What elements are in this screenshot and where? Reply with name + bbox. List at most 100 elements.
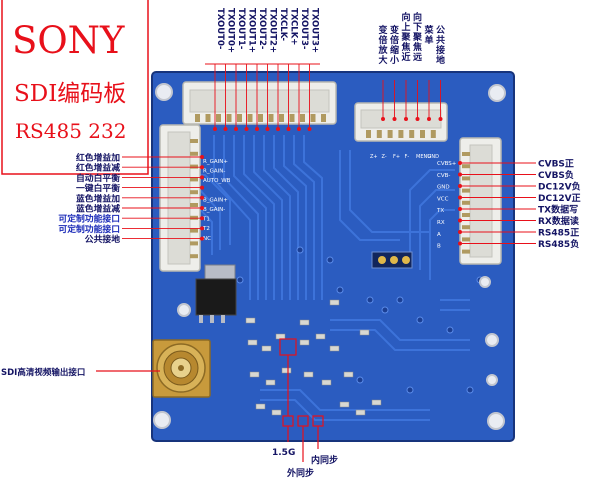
sdi-label: SDI高清视频输出接口 (1, 367, 85, 378)
smd-component (371, 399, 382, 406)
left-pin-annotations: 红色增益加红色增益减自动白平衡一键白平衡蓝色增益加蓝色增益减可定制功能接口可定制… (58, 152, 204, 245)
silk-left-pin-label: AUTO_WB (203, 178, 231, 184)
smd-component (299, 339, 310, 346)
top-right-char: 上 (402, 21, 411, 33)
control-pin (409, 130, 415, 138)
control-pin (387, 130, 393, 138)
lvds-pin (289, 114, 295, 122)
left-pin-label: 红色增益加 (76, 152, 120, 164)
lvds-pin (321, 114, 326, 122)
top-pin-annotations: TXOUT0-TXOUT0+TXOUT1-TXOUT1+TXOUT2-TXOUT… (205, 8, 320, 131)
top-right-char: 缩 (390, 44, 399, 56)
silk-left-pin-label: T2 (202, 226, 210, 232)
lvds-pin (247, 114, 253, 122)
right-pin-annotations: CVBS正CVBS负DC12V负DC12V正TX数据写RX数据读RS485正RS… (458, 159, 581, 250)
smd-component (265, 379, 276, 386)
silk-right-pin-label: GND (437, 185, 450, 191)
right-pin-label: DC12V正 (538, 193, 581, 204)
smd-component (271, 409, 282, 416)
smd-component (245, 317, 256, 324)
top-pin-label: TXOUT1+ (247, 8, 257, 53)
silk-right-pin-label: TX (436, 208, 444, 214)
right-pin (462, 225, 470, 230)
left-pin (190, 139, 198, 143)
voltage-regulator (195, 264, 237, 323)
silk-left-pin-label: T1 (202, 217, 210, 223)
silk-right-pin-label: RX (437, 220, 445, 226)
top-pin-label: TXOUT2+ (268, 8, 278, 53)
pcb-edge (151, 71, 515, 442)
top-pin-label: TXOUT1- (236, 8, 246, 50)
left-pin-label: 自动白平衡 (76, 172, 120, 184)
silk-right-pins: CVBS+ CVB- GND VCC TX RX AB (436, 161, 457, 250)
left-pin (190, 190, 198, 195)
silk-right-pin-label: B (437, 244, 441, 250)
left-pin (190, 228, 198, 233)
top-right-char: 放 (378, 44, 389, 56)
silk-left-pin-label: B_GAIN- (203, 207, 225, 213)
left-pin (190, 177, 198, 182)
left-pin-label: 可定制功能接口 (58, 223, 120, 235)
right-pin-label: CVBS负 (538, 169, 574, 181)
smd-component (343, 371, 354, 378)
silk-right-pin-label: CVBS+ (437, 161, 457, 167)
control-pin (366, 130, 371, 138)
sdi-bnc-connector (152, 339, 211, 398)
right-connector (459, 137, 502, 265)
lvds-pin (279, 114, 284, 122)
top-right-char: 接 (436, 44, 445, 56)
silk-left-pins: R_GAIN+R_GAIN-AUTO_WBB_GAIN+B_GAIN-T1T2N… (202, 159, 231, 242)
control-pin (398, 130, 404, 138)
left-pin (190, 151, 198, 156)
smd-component (247, 339, 258, 346)
left-pin-label: 蓝色增益加 (76, 192, 120, 204)
lvds-pin (300, 114, 305, 122)
right-pin (462, 152, 470, 156)
silk-right-pin-label: CVB- (437, 173, 450, 179)
brand-frame (1, 0, 149, 175)
sdi-callout: SDI高清视频输出接口 (1, 367, 160, 378)
brand-block: SONY SDI编码板 RS485 232 (1, 0, 149, 175)
smd-component (329, 345, 340, 352)
top-right-char: 变 (390, 24, 399, 36)
silk-right-pin-label: VCC (437, 196, 449, 202)
control-pin (376, 130, 382, 138)
lvds-pin (226, 114, 232, 122)
mount-hole-bottom-right (487, 412, 505, 430)
smd-component (315, 333, 326, 340)
silk-right-pin-label: A (437, 232, 441, 238)
silk-top-right-pin-label: F- (405, 154, 410, 160)
lvds-pin (205, 114, 211, 122)
mount-hole-right-low (486, 374, 498, 386)
silk-top-right-pin-label: F+ (393, 154, 400, 160)
mount-hole-right (479, 276, 491, 288)
smd-component (281, 367, 292, 374)
smd-component (339, 401, 350, 408)
smd-component (355, 409, 366, 416)
silk-top-right-pin-label: Z- (382, 154, 387, 160)
left-pin (190, 164, 198, 169)
lvds-pin (216, 114, 221, 122)
left-pin-label: 可定制功能接口 (58, 213, 120, 225)
smd-component (303, 371, 314, 378)
smd-component (261, 345, 272, 352)
top-right-char: 共 (436, 34, 445, 46)
top-right-char: 聚 (401, 32, 412, 43)
top-right-char: 菜 (424, 24, 435, 36)
right-pin (462, 237, 470, 242)
top-right-char: 向 (413, 11, 422, 23)
smd-component (299, 319, 310, 326)
left-pin-label: 蓝色增益减 (76, 203, 120, 215)
right-pin (462, 249, 470, 254)
silk-left-pin-label: NC (203, 236, 211, 242)
silk-left-pin-label: R_GAIN- (203, 169, 225, 175)
smd-component (255, 403, 266, 410)
lvds-pin (258, 114, 263, 122)
top-right-char: 地 (436, 54, 445, 66)
left-pin-label: 一键白平衡 (76, 182, 120, 194)
smd-component (275, 333, 286, 340)
left-pin-label: 红色增益减 (76, 162, 120, 174)
